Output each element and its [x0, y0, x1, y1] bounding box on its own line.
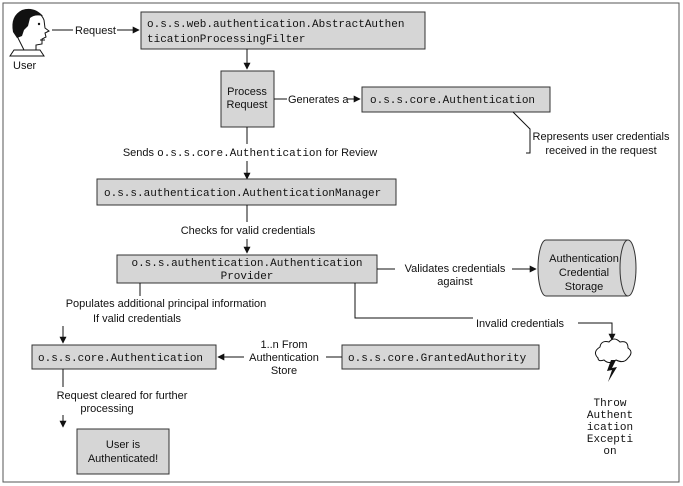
populates-line2: If valid credentials: [93, 313, 182, 325]
from-line2: Authentication: [249, 352, 319, 364]
validates-line1: Validates credentials: [405, 263, 506, 275]
process-request-line1: Process: [227, 86, 267, 98]
process-request-box: [220, 70, 275, 128]
from-line1: 1..n From: [260, 339, 307, 351]
exception-line5: on: [603, 446, 616, 458]
validates-line2: against: [437, 276, 472, 288]
storage-line2: Credential: [559, 267, 609, 279]
annotation-line2: received in the request: [545, 145, 656, 157]
authentication-provider-line1: o.s.s.authentication.Authentication: [131, 258, 362, 270]
invalid-label: Invalid credentials: [476, 318, 565, 330]
authentication-object-box: [361, 86, 551, 113]
credential-storage-cylinder: [537, 239, 637, 297]
user-authenticated-line2: Authenticated!: [88, 453, 158, 465]
exception-line4: Excepti: [587, 434, 634, 446]
checks-label: Checks for valid credentials: [181, 225, 316, 237]
exception-line3: ication: [587, 422, 633, 434]
cleared-line2: processing: [80, 403, 133, 415]
authentication-result-label: o.s.s.core.Authentication: [38, 353, 203, 365]
authentication-result-box: [31, 344, 217, 370]
user-authenticated-box: [76, 428, 170, 475]
authentication-object-label: o.s.s.core.Authentication: [370, 95, 535, 107]
sends-label: Sends o.s.s.core.Authentication for Revi…: [123, 147, 377, 160]
from-line3: Store: [271, 365, 297, 377]
user-actor: User: [9, 8, 50, 72]
annotation-line1: Represents user credentials: [533, 131, 670, 143]
processing-filter-line1: o.s.s.web.authentication.AbstractAuthen: [147, 19, 404, 31]
authentication-manager-box: [96, 178, 397, 206]
user-label: User: [13, 60, 37, 72]
process-request-line2: Request: [227, 99, 268, 111]
generates-label: Generates a: [288, 94, 349, 106]
processing-filter-line2: ticationProcessingFilter: [147, 34, 305, 46]
granted-authority-box: [341, 344, 540, 370]
authentication-provider-line2: Provider: [221, 271, 274, 283]
annotation-bracket: [512, 111, 531, 154]
exception-cloud-icon: [594, 338, 632, 382]
granted-authority-label: o.s.s.core.GrantedAuthority: [348, 353, 527, 365]
exception-line1: Throw: [593, 398, 626, 410]
populates-line1: Populates additional principal informati…: [66, 298, 267, 310]
user-authenticated-line1: User is: [106, 439, 141, 451]
storage-line1: Authentication: [549, 253, 619, 265]
invalid-arrow: [578, 322, 616, 341]
user-icon: [9, 8, 50, 57]
cleared-line1: Request cleared for further: [57, 390, 188, 402]
invalid-path-line: [354, 283, 473, 319]
request-label: Request: [75, 25, 116, 37]
authentication-manager-label: o.s.s.authentication.AuthenticationManag…: [104, 188, 381, 200]
exception-line2: Authent: [587, 410, 633, 422]
storage-line3: Storage: [565, 281, 604, 293]
processing-filter-box: [140, 11, 426, 50]
